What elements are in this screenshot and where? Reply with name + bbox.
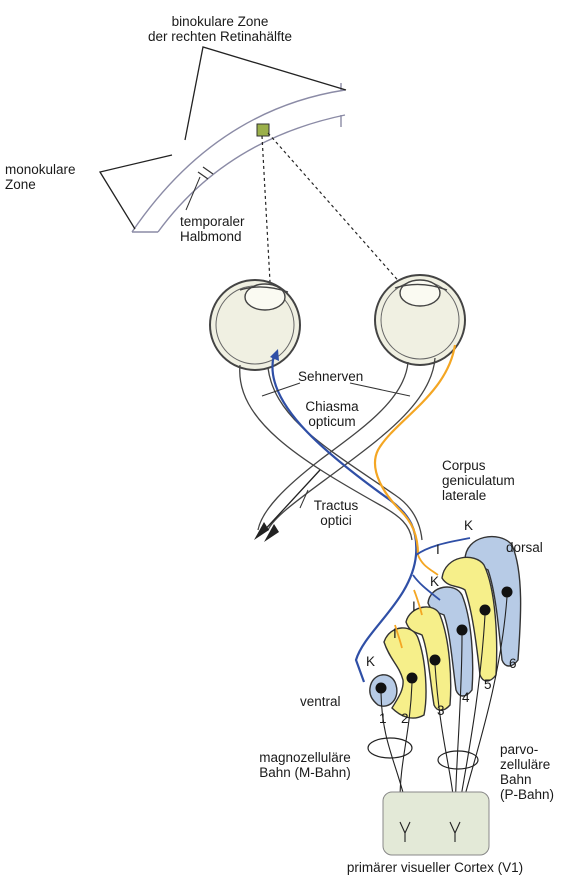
visual-field-outer-arc <box>132 90 345 232</box>
layer-number-4: 4 <box>462 690 470 705</box>
neuron-layer-3 <box>430 655 441 666</box>
neuron-layer-6 <box>502 587 513 598</box>
neuron-layer-2 <box>407 673 418 684</box>
layer-marker-k-4: K <box>430 574 439 589</box>
neuron-layer-1 <box>376 683 387 694</box>
neuron-layer-5 <box>480 605 491 616</box>
temporal-crescent-pointer <box>186 177 200 210</box>
layer-number-1: 1 <box>379 711 387 726</box>
optic-nerves-label: Sehnerven <box>298 369 363 384</box>
binocular-zone-label: binokulare Zone der rechten Retinahälfte <box>125 14 315 44</box>
lgn-label: Corpus geniculatum laterale <box>442 458 515 503</box>
layer-marker-k-1: K <box>366 654 375 669</box>
ventral-label: ventral <box>300 694 341 709</box>
layer-number-6: 6 <box>509 656 517 671</box>
layer-marker-i-3: I <box>412 599 416 614</box>
fixation-point <box>257 124 269 136</box>
v1-box <box>383 792 489 855</box>
parvo-pathway-label: parvo- zelluläre Bahn (P-Bahn) <box>500 742 554 802</box>
v1-label: primärer visueller Cortex (V1) <box>305 860 565 875</box>
left-eye <box>210 280 300 370</box>
layer-marker-i-5: I <box>436 542 440 557</box>
optic-chiasm-label: Chiasma opticum <box>292 399 372 429</box>
temporal-crescent-label: temporaler Halbmond <box>180 214 245 244</box>
layer-marker-i-2: I <box>393 626 397 641</box>
optic-tracts-label: Tractus optici <box>306 498 366 528</box>
right-eye <box>375 275 465 365</box>
layer-marker-k-6: K <box>464 518 473 533</box>
magno-pathway-label: magnozelluläre Bahn (M-Bahn) <box>245 750 365 780</box>
layer-number-5: 5 <box>484 677 492 692</box>
crescent-tick-2 <box>203 167 213 174</box>
monocular-zone-bracket <box>100 155 172 229</box>
layer-number-2: 2 <box>401 711 409 726</box>
layer-number-3: 3 <box>437 703 445 718</box>
monocular-zone-label: monokulare Zone <box>5 162 76 192</box>
neuron-layer-4 <box>457 625 468 636</box>
ipsilateral-fiber <box>375 345 455 555</box>
dorsal-label: dorsal <box>506 540 543 555</box>
